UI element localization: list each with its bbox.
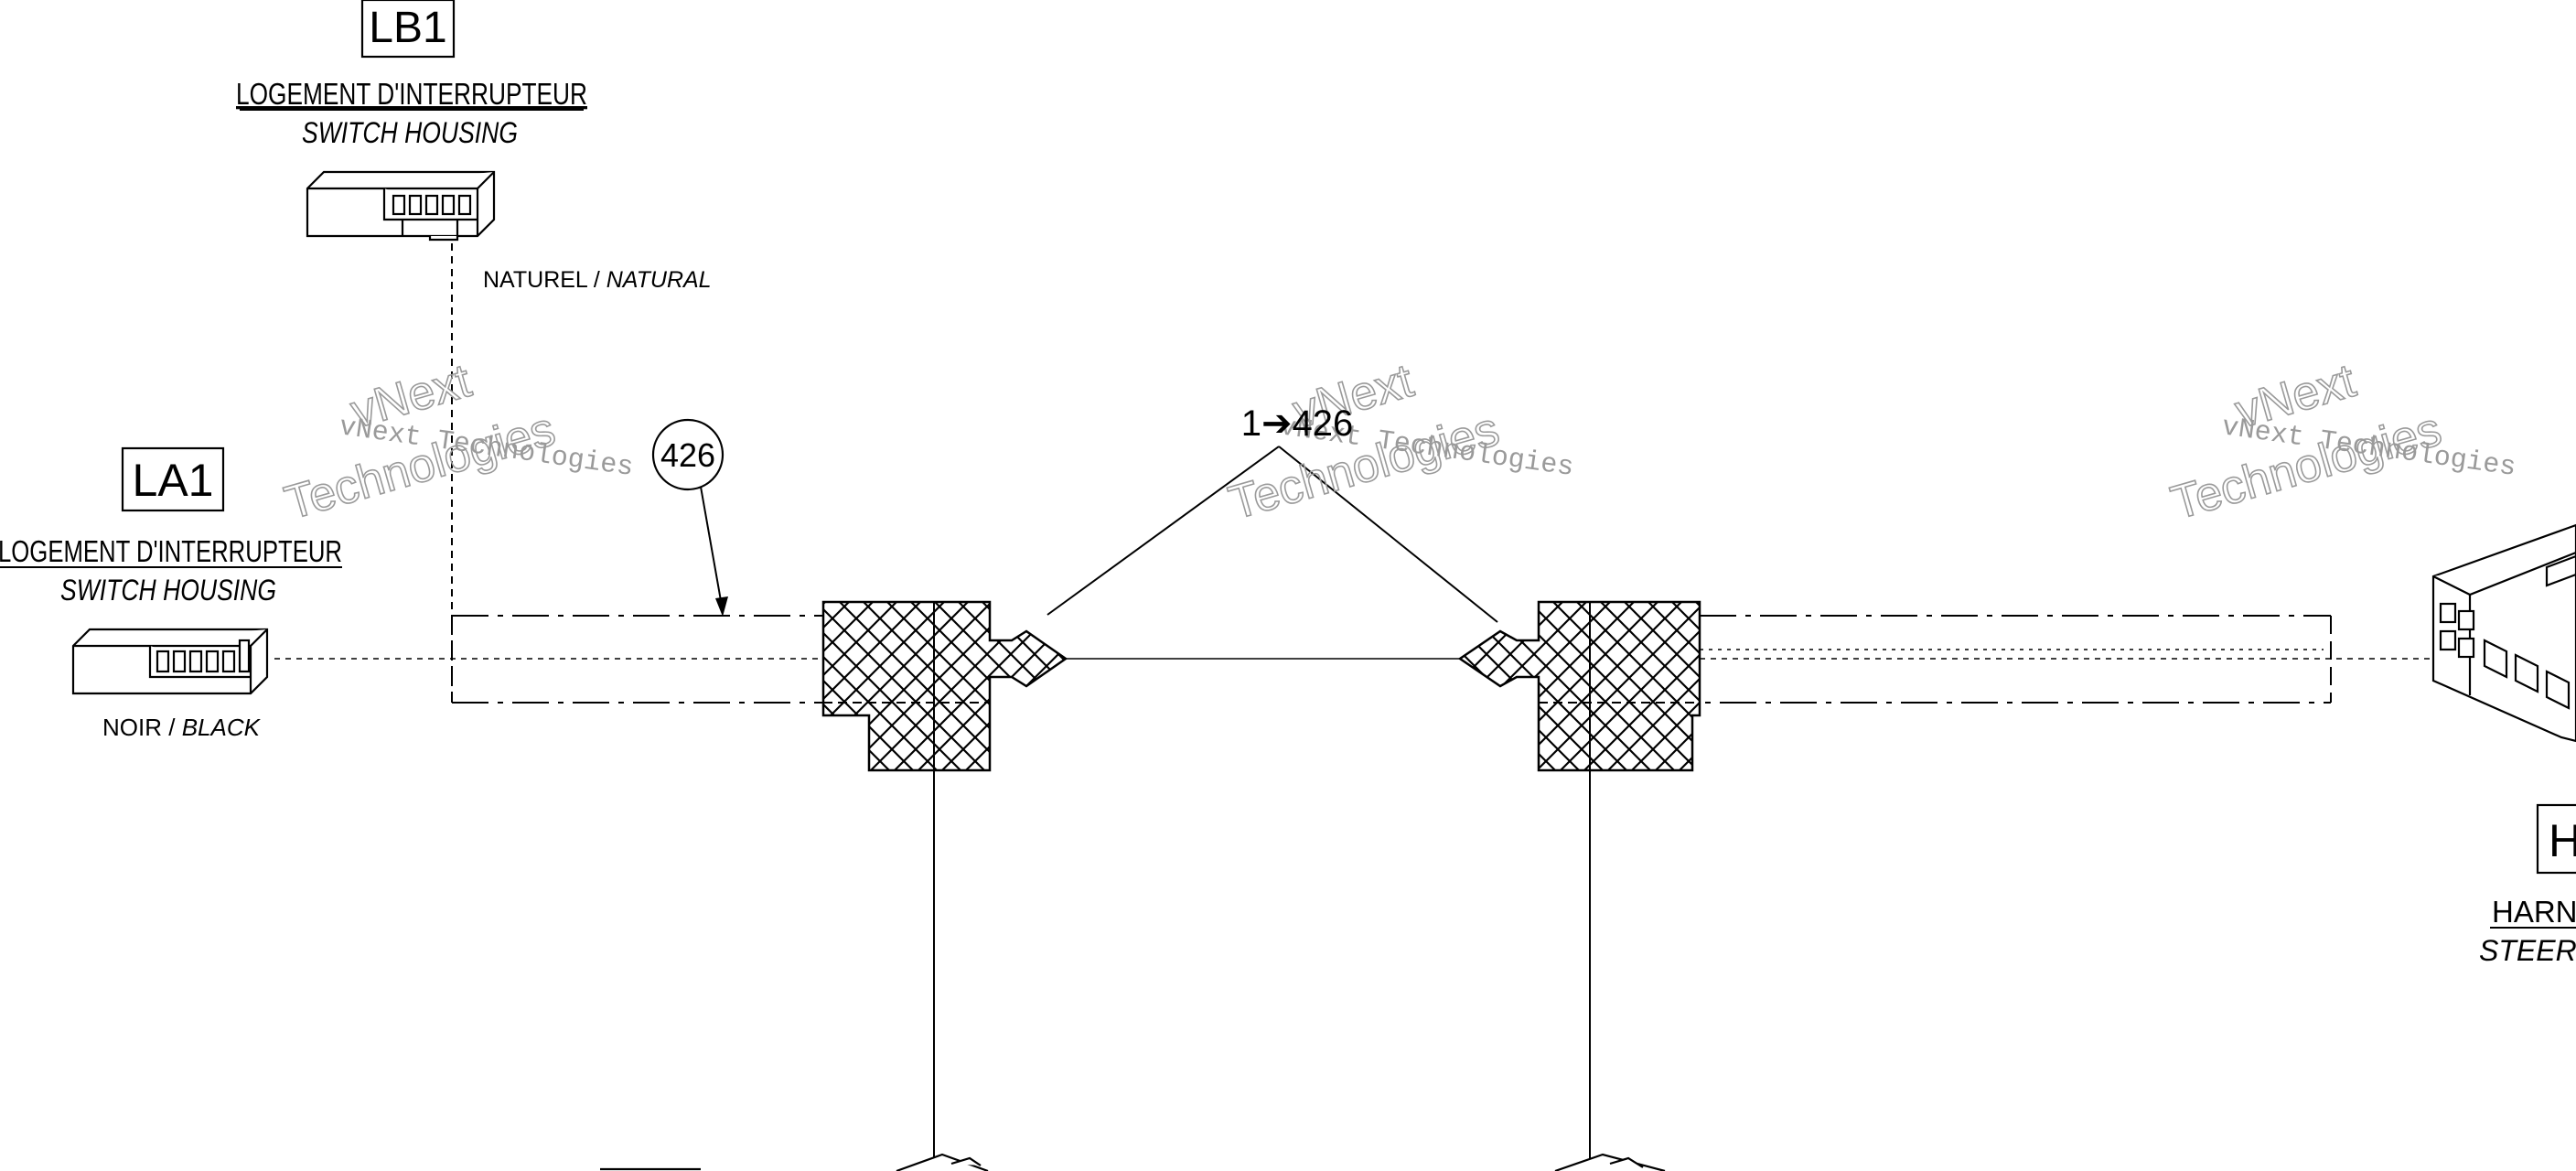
connector-name-en: SWITCH HOUSING bbox=[60, 574, 276, 607]
balloon-number: 426 bbox=[660, 436, 715, 474]
connector-housing-icon bbox=[306, 170, 496, 242]
balloon-circle bbox=[651, 418, 724, 491]
connector-housing-icon bbox=[71, 628, 269, 695]
connector-color-fr: NATUREL / NATURAL bbox=[483, 267, 712, 293]
connector-right[interactable]: H HARNA STEERIN bbox=[2431, 523, 2576, 967]
bottom-connector-left[interactable] bbox=[600, 1153, 989, 1171]
bottom-connector-right[interactable] bbox=[1554, 1153, 1666, 1171]
connector-name-fr: LOGEMENT D'INTERRUPTEUR bbox=[236, 77, 587, 111]
connector-code-box bbox=[360, 0, 456, 59]
connector-code-box bbox=[2536, 803, 2576, 875]
watermark-group-1: vNext Technologies vNext Technologies bbox=[279, 353, 636, 531]
harness-wires bbox=[274, 231, 2433, 1171]
connector-name-en: SWITCH HOUSING bbox=[302, 116, 518, 149]
connector-housing-icon bbox=[896, 1153, 989, 1171]
crosshatched-splice-icon bbox=[1457, 600, 1701, 772]
connector-code: LB1 bbox=[369, 4, 446, 52]
connector-code: H bbox=[2549, 815, 2576, 866]
connector-color-fr: NOIR / BLACK bbox=[102, 714, 262, 741]
connector-code-box bbox=[121, 446, 225, 512]
range-leader-left bbox=[1046, 446, 1280, 616]
splice-left bbox=[821, 600, 1068, 772]
balloon-arrowhead bbox=[715, 596, 728, 617]
balloon-callout: 426 bbox=[651, 418, 724, 491]
connector-name-fr: LOGEMENT D'INTERRUPTEUR bbox=[0, 534, 342, 568]
crosshatched-splice-icon bbox=[821, 600, 1068, 772]
connector-lb1[interactable]: LB1 LOGEMENT D'INTERRUPTEUR SWITCH HOUSI… bbox=[236, 0, 712, 293]
range-label: 1➔426 bbox=[1241, 403, 1354, 444]
connector-la1[interactable]: LA1 LOGEMENT D'INTERRUPTEUR SWITCH HOUSI… bbox=[0, 446, 342, 741]
range-leader-right bbox=[1278, 446, 1498, 623]
watermark-group-3: vNext Technologies vNext Technologies bbox=[2165, 353, 2518, 531]
connector-name-fr: HARNA bbox=[2492, 895, 2576, 929]
balloon-leader bbox=[700, 486, 724, 612]
connector-housing-icon bbox=[950, 1156, 982, 1166]
connector-name-en: STEERIN bbox=[2479, 934, 2576, 967]
connector-housing-icon bbox=[1609, 1156, 1644, 1168]
splice-right bbox=[1457, 600, 1701, 772]
connector-code: LA1 bbox=[133, 455, 214, 506]
connector-housing-icon bbox=[2431, 523, 2576, 743]
